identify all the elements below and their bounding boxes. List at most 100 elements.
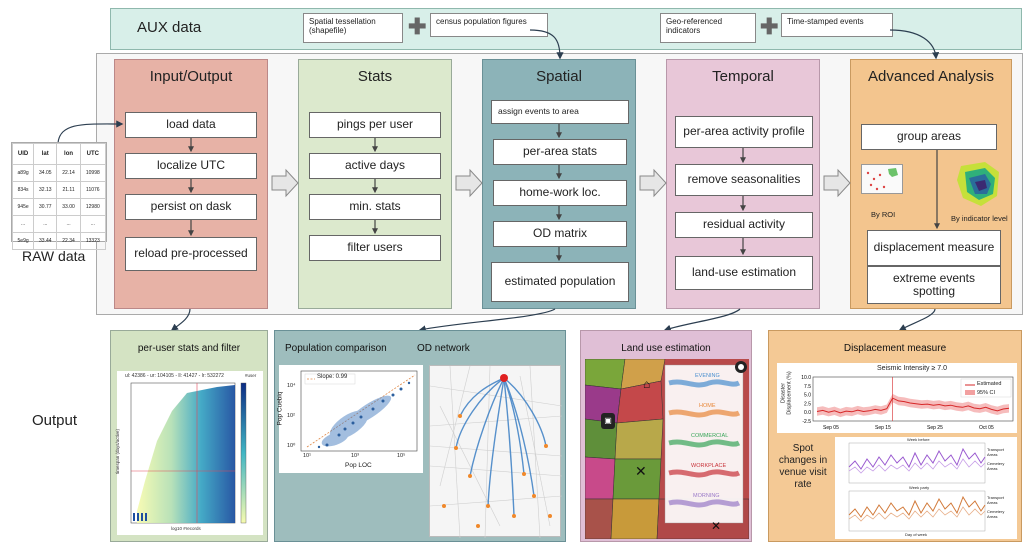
aux-doc-shapefile-text: Spatial tessellation (shapefile) xyxy=(309,17,376,36)
y-tick-label: 7.5 xyxy=(804,384,811,390)
step-localize-utc[interactable]: localize UTC xyxy=(125,153,257,179)
plus-icon: ✚ xyxy=(408,14,427,39)
heatmap-xlabel: log10 #records xyxy=(171,526,201,531)
step-per-area-stats[interactable]: per-area stats xyxy=(493,139,627,165)
scatter-ylabel: Pop Cuebiq xyxy=(276,391,284,426)
tools-icon: ✕ xyxy=(711,519,722,533)
cell: 22.34 xyxy=(56,232,81,250)
aux-doc-events: Time-stamped events xyxy=(781,13,893,37)
venue-panel-title: Week before xyxy=(907,437,930,442)
raw-data-label: RAW data xyxy=(22,248,86,264)
column-title: Stats xyxy=(357,68,393,85)
col-header: UID xyxy=(11,143,35,165)
raw-table: UID lat lon UTC a89g 34.05 22.14 10998 8… xyxy=(11,143,107,250)
step-load-data[interactable]: load data xyxy=(125,112,257,138)
roi-map-graphic xyxy=(862,165,902,193)
scatter-xtick: 10³ xyxy=(351,453,359,459)
cell: a89g xyxy=(11,164,35,182)
step-displacement-measure[interactable]: displacement measure xyxy=(867,230,1001,266)
plus-icon: ✚ xyxy=(760,14,779,39)
output-land-use: Land use estimation EVENING HOM xyxy=(580,330,752,542)
step-home-work[interactable]: home-work loc. xyxy=(493,180,627,206)
label-by-roi: By ROI xyxy=(871,210,896,219)
indicator-map-graphic xyxy=(957,162,999,206)
output-per-user-stats: per-user stats and filter ul: 42386 - ur… xyxy=(110,330,268,542)
venue-legend: Transport Areas xyxy=(987,495,1004,505)
x-tick-label: Sep 25 xyxy=(927,425,943,431)
venue-visit-plots: Week before Week party Transport Areas C… xyxy=(835,437,1017,539)
output-spatial: Population comparison OD network Slope: … xyxy=(274,330,566,542)
heatmap-graphic xyxy=(130,382,247,524)
od-network-map xyxy=(429,365,563,539)
cell: 33.44 xyxy=(33,232,58,250)
x-tick-label: Oct 05 xyxy=(979,425,994,431)
col-header: lat xyxy=(33,143,58,165)
scatter-xtick: 10¹ xyxy=(303,453,311,459)
cell: 34.05 xyxy=(33,164,58,182)
column-advanced: Advanced Analysis group areas By ROI By … xyxy=(850,59,1012,309)
venue-xaxis: Day of week xyxy=(905,532,928,537)
step-active-days[interactable]: active days xyxy=(309,153,441,179)
step-pings-per-user[interactable]: pings per user xyxy=(309,112,441,138)
aux-doc-events-text: Time-stamped events xyxy=(787,17,864,26)
table-row: a89g 34.05 22.14 10998 xyxy=(11,164,107,182)
column-title: Input/Output xyxy=(149,68,233,85)
table-row: 834s 32.13 21.11 11076 xyxy=(11,181,107,199)
legend-ci: 95% CI xyxy=(977,390,996,396)
panel-title: Land use estimation xyxy=(621,343,711,354)
panel-title: per-user stats and filter xyxy=(137,343,241,354)
raw-table-header: UID lat lon UTC xyxy=(11,143,107,165)
step-reload[interactable]: reload pre-processed xyxy=(125,237,257,271)
step-residual-activity[interactable]: residual activity xyxy=(675,212,813,238)
cell: 30.77 xyxy=(33,198,58,216)
step-land-use[interactable]: land-use estimation xyxy=(675,256,813,290)
step-assign-events[interactable]: assign events to area xyxy=(491,100,629,124)
band-label: MORNING xyxy=(693,493,720,499)
train-icon: ▣ xyxy=(601,413,615,429)
step-remove-seasonalities[interactable]: remove seasonalities xyxy=(675,164,813,196)
y-tick-label: -2.5 xyxy=(802,419,811,425)
scatter-xlabel: Pop LOC xyxy=(345,462,372,469)
step-estimated-population[interactable]: estimated population xyxy=(491,262,629,302)
band-label: COMMERCIAL xyxy=(691,433,729,439)
cell: ... xyxy=(79,215,107,233)
venue-visit-graphic xyxy=(848,442,986,532)
aux-doc-indicators-text: Geo-referenced indicators xyxy=(666,17,723,36)
cell: 12980 xyxy=(79,198,107,216)
step-filter-users[interactable]: filter users xyxy=(309,235,441,261)
table-row: 945e 30.77 33.00 12980 xyxy=(11,198,107,216)
scatter-ytick: 10² xyxy=(287,413,295,419)
column-title: Temporal xyxy=(712,68,774,85)
band-label: WORKPLACE xyxy=(691,463,727,469)
cell: 10998 xyxy=(79,164,107,182)
cell: 834s xyxy=(11,181,35,199)
step-od-matrix[interactable]: OD matrix xyxy=(493,221,627,247)
step-group-areas[interactable]: group areas xyxy=(861,124,997,150)
aux-doc-census-text: census population figures xyxy=(436,17,527,26)
land-use-map: EVENING HOME COMMERCIAL WORKPLACE MORNIN… xyxy=(585,359,749,539)
column-title: Advanced Analysis xyxy=(868,68,994,85)
column-spatial: Spatial assign events to area per-area s… xyxy=(482,59,636,309)
table-row: ... ... ... ... xyxy=(11,215,107,233)
aux-doc-census: census population figures xyxy=(430,13,548,37)
label-by-indicator: By indicator level xyxy=(951,214,1008,223)
scatter-plot: Slope: 0.99 Pop Cuebiq Pop LOC 10¹ 10³ 1… xyxy=(276,365,423,473)
col-header: UTC xyxy=(79,143,107,165)
cell: 13323 xyxy=(79,232,107,250)
cell: ... xyxy=(11,215,35,233)
roi-map-thumbnail xyxy=(861,164,903,194)
cell: 5e9g xyxy=(11,232,35,250)
venue-legend: Transport Areas xyxy=(987,447,1004,457)
step-activity-profile[interactable]: per-area activity profile xyxy=(675,116,813,148)
cell: 21.11 xyxy=(56,181,81,199)
tools-icon: ✕ xyxy=(635,463,647,479)
heatmap-subtitle: ul: 42386 - ur: 104105 - ll: 41427 - lr:… xyxy=(125,373,224,379)
step-min-stats[interactable]: min. stats xyxy=(309,194,441,220)
step-extreme-events[interactable]: extreme events spotting xyxy=(867,266,1001,304)
band-label: EVENING xyxy=(695,373,720,379)
step-persist-dask[interactable]: persist on dask xyxy=(125,194,257,220)
cell: 33.00 xyxy=(56,198,81,216)
aux-doc-shapefile: Spatial tessellation (shapefile) xyxy=(303,13,403,43)
